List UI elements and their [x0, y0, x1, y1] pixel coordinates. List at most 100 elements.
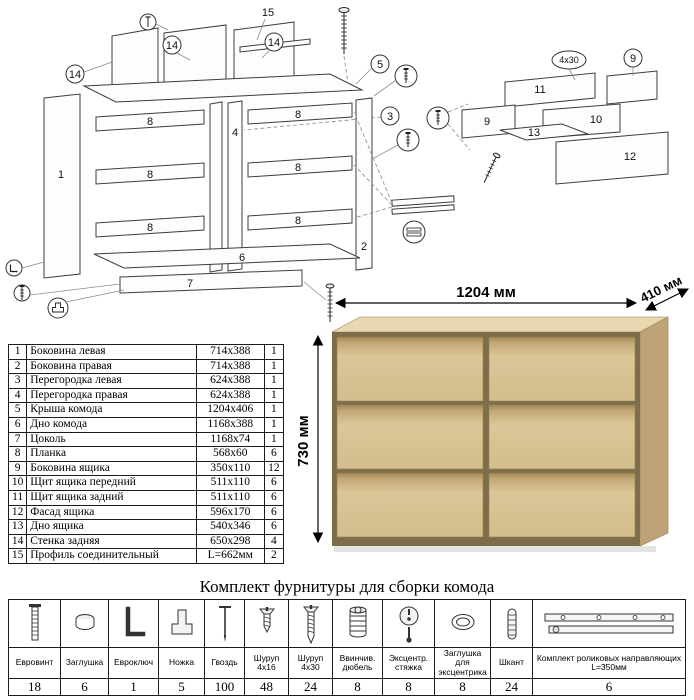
screw-callout: [373, 128, 420, 159]
rail: [247, 155, 353, 178]
hardware-name: Комплект роликовых направляющих L=350мм: [532, 647, 686, 679]
part-qty: 6: [263, 475, 285, 491]
part-number: 2: [7, 358, 28, 375]
wood-dowel-icon: [490, 599, 533, 648]
part-qty: 1: [263, 402, 285, 418]
hardware-table: Евровинт Заглушка Евроключ Ножка Гвоздь …: [8, 599, 686, 696]
part-callout-2: 2: [361, 241, 367, 253]
part-number: 7: [7, 431, 28, 448]
drawer-slide-drawing: [353, 111, 455, 244]
svg-text:9: 9: [630, 53, 636, 65]
part-name: Фасад ящика: [26, 504, 197, 521]
part-size: 1204x406: [195, 402, 265, 418]
drawer-front: [488, 336, 636, 402]
part-number: 15: [7, 548, 28, 564]
drawer-facade: [555, 131, 669, 185]
svg-text:5: 5: [377, 59, 383, 71]
part-size: 624x388: [195, 387, 265, 404]
dresser-side: [639, 316, 669, 547]
part-qty: 1: [263, 344, 285, 360]
part-name: Перегородка правая: [26, 387, 197, 404]
part-qty: 1: [263, 416, 285, 433]
part-name: Крыша комода: [26, 402, 197, 418]
instruction-diagrams: 15 14 14 14 5 1 8 8 8: [5, 7, 689, 552]
top-panel: [82, 73, 364, 103]
dresser-top: [331, 316, 669, 333]
part-callout-13: 13: [528, 127, 540, 139]
part-callout-5: [370, 54, 390, 74]
drawer-front: [488, 404, 636, 470]
hardware-name: Шуруп 4х30: [288, 647, 333, 679]
hardware-names-row: Евровинт Заглушка Евроключ Ножка Гвоздь …: [8, 647, 686, 679]
rail: [95, 215, 205, 238]
part-name: Планка: [26, 446, 197, 462]
part-size: 624x388: [195, 373, 265, 389]
drawer-front: [488, 472, 636, 538]
part-callout-4: 4: [232, 127, 238, 139]
hardware-qty: 5: [158, 677, 205, 696]
part-callout-15: 15: [262, 7, 274, 19]
drawer-front: [336, 336, 484, 402]
part-size: 511x110: [195, 475, 265, 491]
hardware-qty: 48: [244, 677, 289, 696]
part-callout-8: 8: [295, 162, 301, 174]
bottom-panel: [93, 243, 361, 269]
part-callout-12: 12: [624, 151, 636, 163]
part-number: 14: [7, 533, 28, 550]
drawer-front: [336, 404, 484, 470]
part-qty: 1: [263, 431, 285, 448]
hardware-qty: 100: [204, 677, 245, 696]
svg-text:14: 14: [166, 40, 178, 52]
part-number: 9: [7, 460, 28, 477]
screw-short-icon: [244, 599, 289, 648]
part-size: 596x170: [195, 504, 265, 521]
part-callout-11: 11: [534, 84, 545, 96]
part-number: 8: [7, 446, 28, 462]
part-qty: 12: [263, 460, 285, 477]
part-number: 1: [7, 344, 28, 360]
svg-text:14: 14: [268, 37, 280, 49]
shadow: [334, 546, 656, 552]
hardware-name: Евроключ: [108, 647, 159, 679]
depth-dimension-label: 410 мм: [638, 272, 685, 305]
part-callout-7: 7: [187, 278, 193, 290]
part-name: Перегородка левая: [26, 373, 197, 389]
hardware-qty: 8: [382, 677, 435, 696]
threaded-dowel-icon: [332, 599, 383, 648]
part-number: 11: [7, 489, 28, 506]
drawer-bottom-panel: [499, 123, 589, 141]
part-callout-8: 8: [147, 169, 153, 181]
part-callout-8: 8: [295, 215, 301, 227]
hardware-name: Гвоздь: [204, 647, 245, 679]
hardware-qty: 24: [288, 677, 333, 696]
rail: [247, 208, 353, 231]
part-number: 3: [7, 373, 28, 389]
left-side-panel: [43, 93, 81, 279]
hardware-qty: 1: [108, 677, 159, 696]
hardware-qty: 8: [332, 677, 383, 696]
hardware-name: Шкант: [490, 647, 533, 679]
dresser-photo: [331, 316, 669, 552]
part-qty: 1: [263, 387, 285, 404]
plinth: [119, 269, 303, 294]
part-number: 13: [7, 519, 28, 535]
screw-drawing: [483, 152, 501, 183]
partition-left: [209, 101, 223, 273]
part-name: Профиль соединительный: [26, 548, 197, 564]
part-size: 511x110: [195, 489, 265, 506]
hardware-name: Ножка: [158, 647, 205, 679]
hardware-qty: 8: [434, 677, 491, 696]
part-size: 650x298: [195, 533, 265, 550]
screw-callout: [373, 64, 418, 97]
